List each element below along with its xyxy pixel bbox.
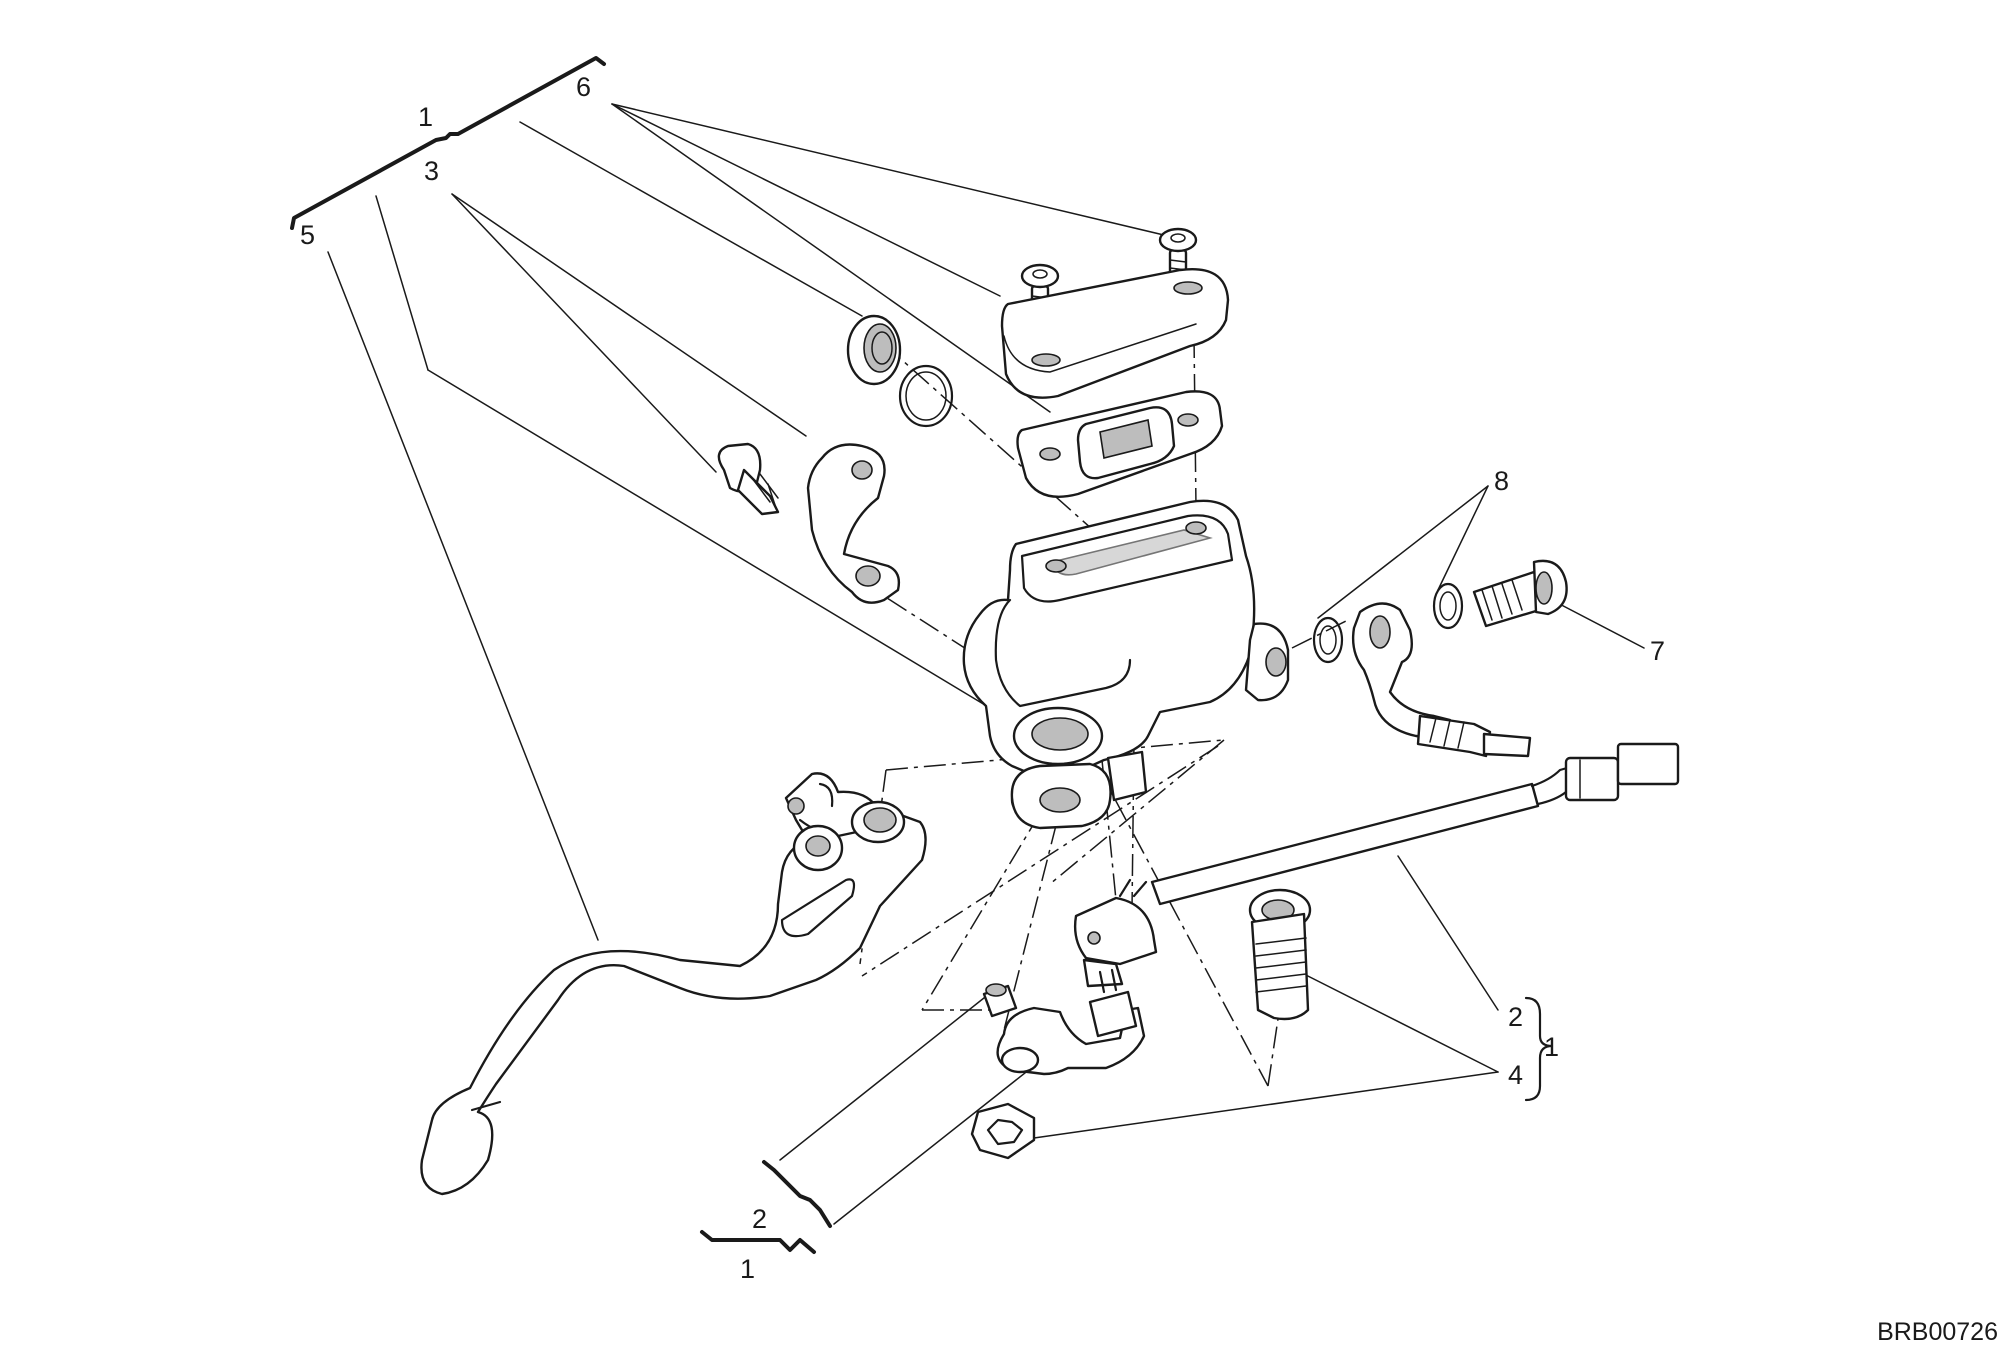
- reservoir-cover: [1000, 267, 1230, 399]
- callout-1-bottom: 1: [740, 1254, 755, 1284]
- clamp-bolt: [717, 442, 780, 516]
- callout-8: 8: [1494, 466, 1509, 496]
- sealing-washer-right: [1432, 582, 1464, 630]
- leader-lines: [327, 103, 1645, 1225]
- callout-1-top: 1: [418, 102, 433, 132]
- callout-4: 4: [1508, 1060, 1523, 1090]
- callout-5: 5: [300, 220, 315, 250]
- o-ring: [898, 364, 954, 428]
- brake-lever: [420, 772, 927, 1196]
- drawing-code: BRB00726: [1877, 1318, 1998, 1346]
- callout-6: 6: [576, 72, 591, 102]
- callout-labels: 1 6 3 5 8 7 2 1 4 2 1 BRB00726: [300, 72, 1998, 1346]
- switch-bracket: [996, 968, 1146, 1076]
- callout-2-right: 2: [1508, 1002, 1523, 1032]
- pivot-pin: [982, 983, 1018, 1018]
- reservoir-diaphragm: [1016, 390, 1224, 498]
- master-cylinder-body: [962, 499, 1290, 830]
- brake-light-switch: [1073, 878, 1158, 988]
- sealing-washer-left: [1312, 616, 1344, 664]
- handlebar-clamp: [806, 443, 901, 604]
- lock-nut: [970, 1102, 1036, 1160]
- group-brackets: [290, 56, 1554, 1254]
- reservoir-cap: [846, 314, 902, 386]
- callout-7: 7: [1650, 636, 1665, 666]
- callout-3: 3: [424, 156, 439, 186]
- callout-2-bottom: 2: [752, 1204, 767, 1234]
- callout-1-right: 1: [1544, 1032, 1559, 1062]
- brake-hose-banjo: [1351, 602, 1532, 758]
- lever-pivot-bolt: [1248, 888, 1312, 1021]
- banjo-bolt: [1472, 559, 1568, 628]
- switch-cable: [1150, 742, 1680, 906]
